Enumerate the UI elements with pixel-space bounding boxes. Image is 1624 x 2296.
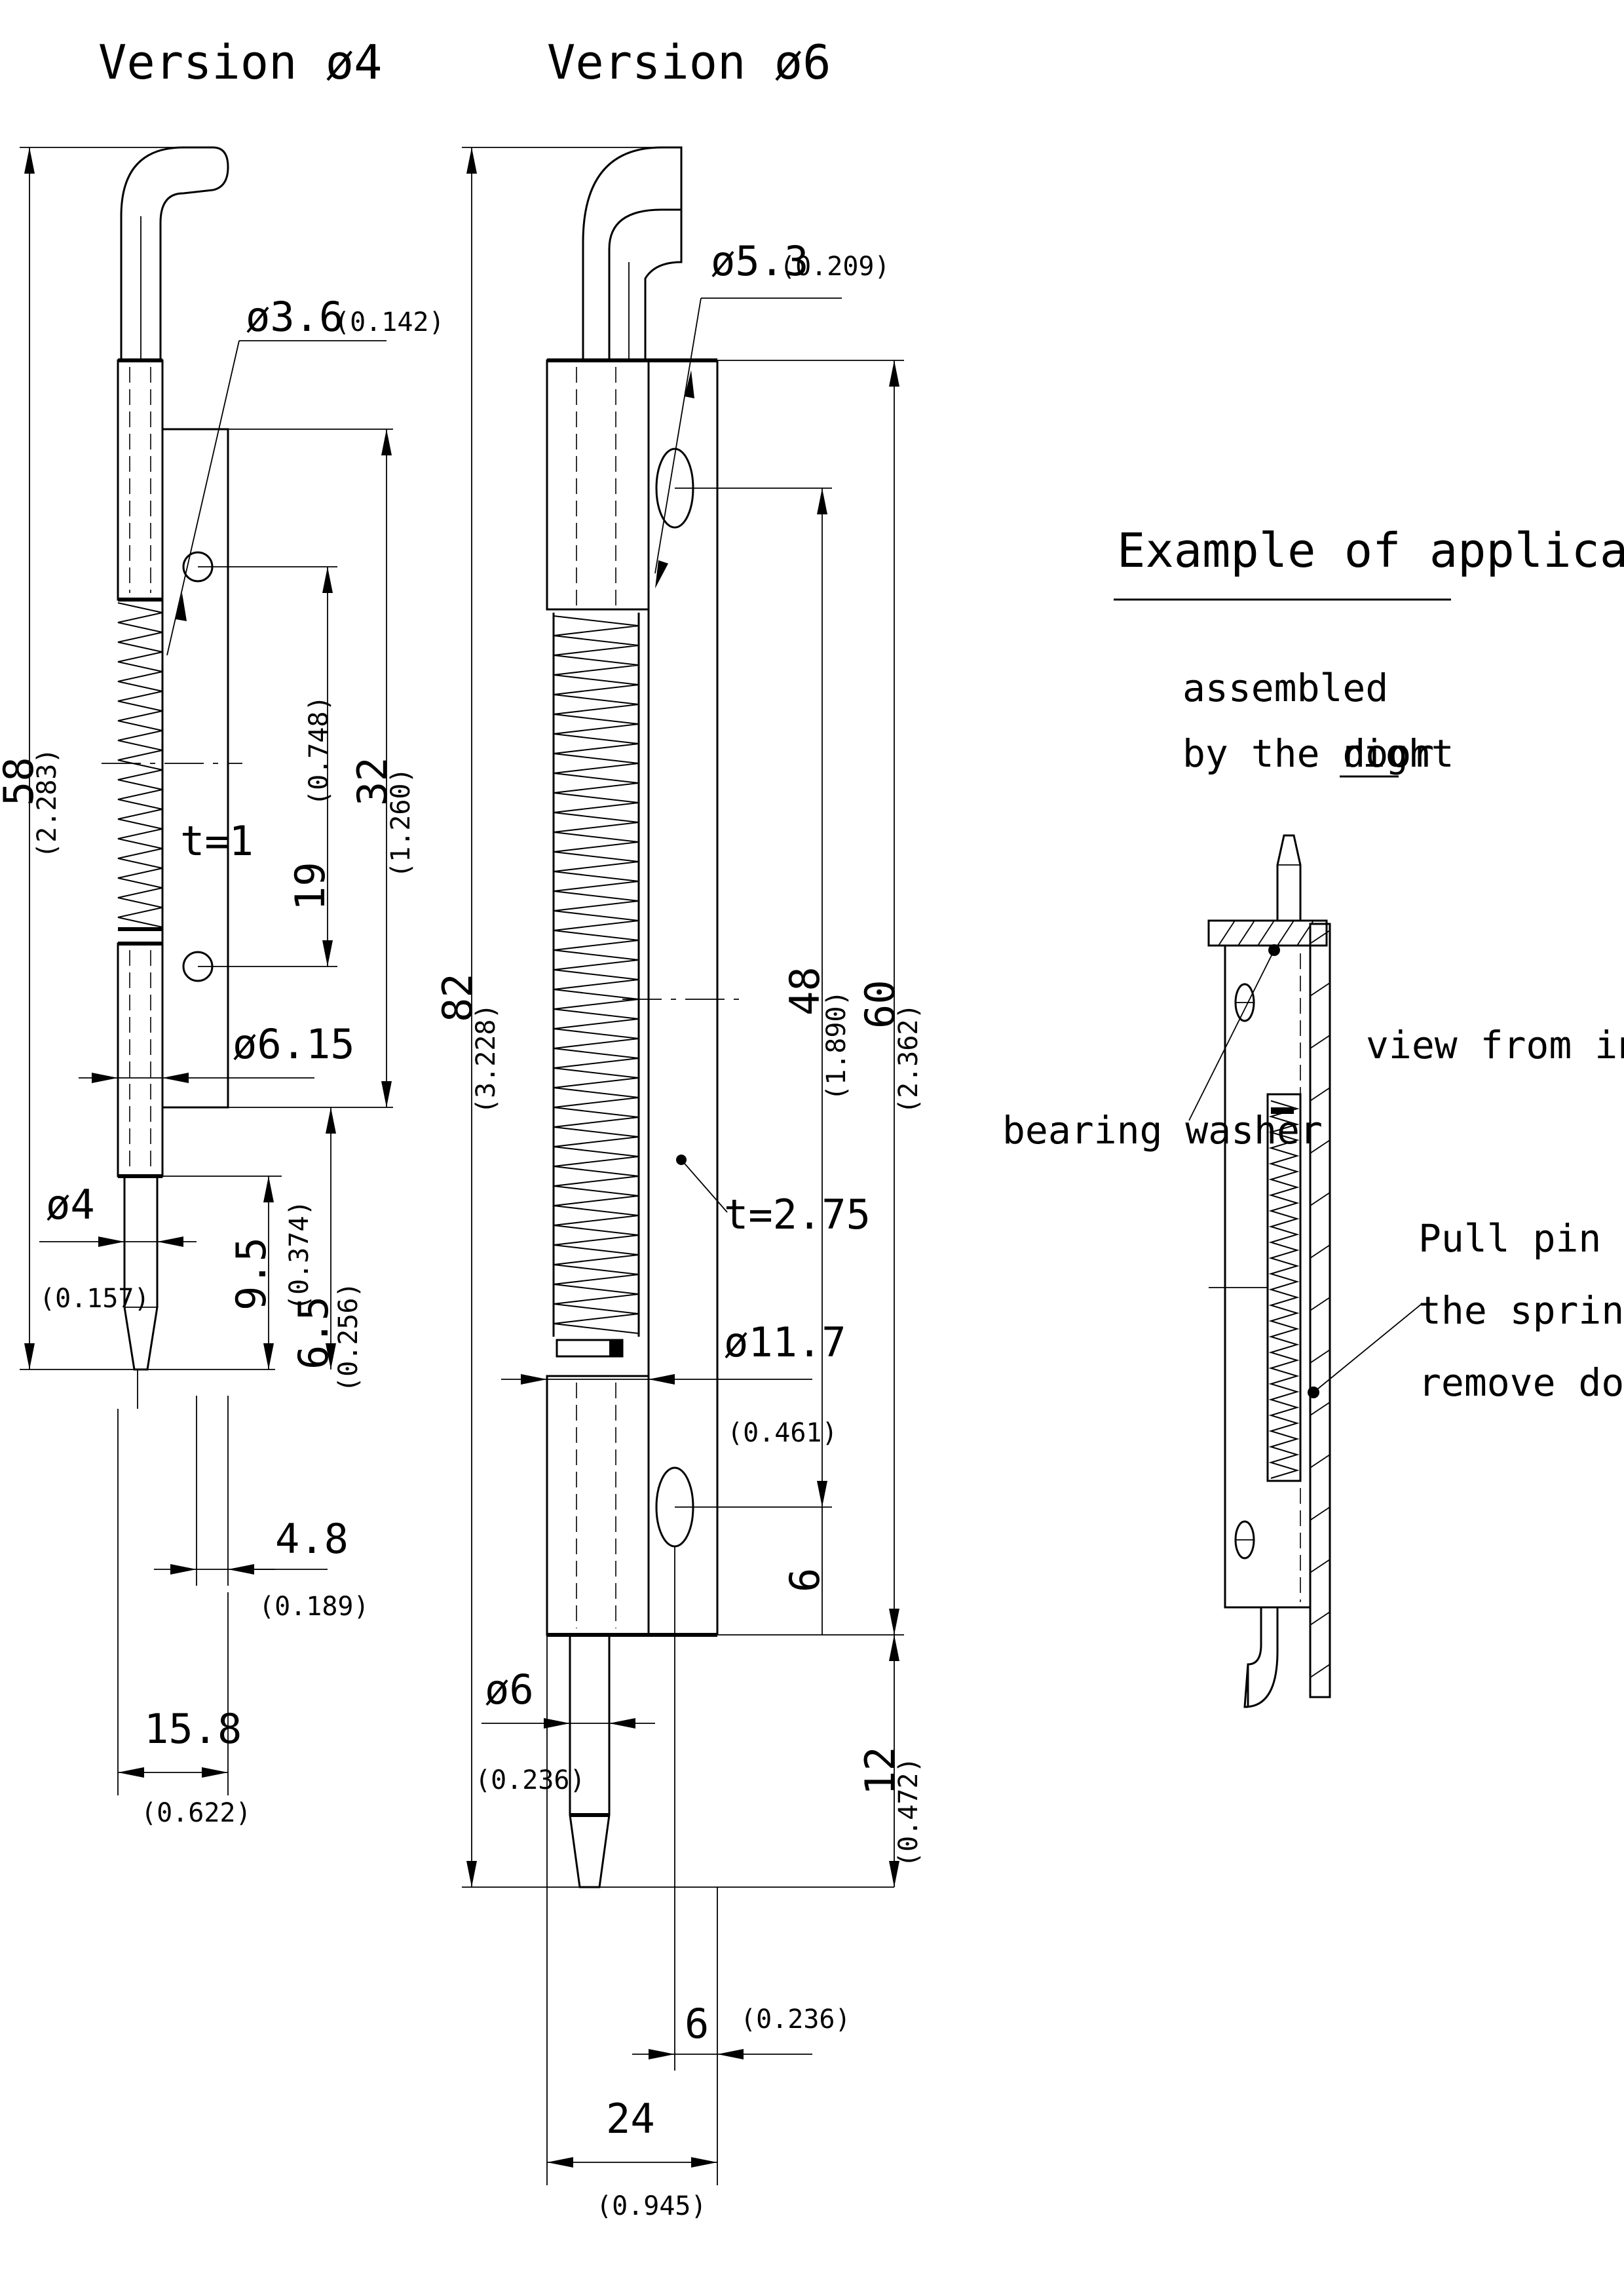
- v4-dim-6-5-in: (0.256): [333, 1282, 364, 1392]
- v4-dim-19: 19: [286, 862, 334, 911]
- note-pull-line2: the spring to: [1418, 1288, 1624, 1333]
- v4-dim-58-in: (2.283): [32, 748, 62, 858]
- v6-hole-dia: ø5.3: [711, 237, 808, 285]
- v6-thickness: t=2.75: [724, 1191, 871, 1238]
- v4-dim-19-in: (0.748): [304, 695, 334, 806]
- v6-knuckle-dia: ø11.7: [724, 1318, 846, 1366]
- version-4-drawing: [102, 146, 242, 1409]
- v6-dim-48-in: (1.890): [821, 990, 852, 1101]
- note-assembled-right: right: [1340, 731, 1454, 776]
- v4-dim-58: 58: [0, 757, 43, 806]
- v4-dim-9-5: 9.5: [227, 1237, 275, 1311]
- v4-dim-9-5-in: (0.374): [284, 1200, 314, 1311]
- v6-dim-6-horizontal: 6: [685, 2000, 709, 2048]
- v6-dim-48: 48: [781, 966, 829, 1016]
- v6-hole-dia-in: (0.209): [780, 252, 890, 282]
- v6-pin-dia: ø6: [485, 1666, 534, 1713]
- version-6-dimensions: 82 (3.228) ø5.3 (0.209) 60 (2.362) 48 (1…: [434, 147, 924, 2221]
- note-bearing-washer: bearing washer: [1002, 1108, 1323, 1153]
- v4-dim-32: 32: [349, 757, 396, 806]
- title-version-4: Version ø4: [98, 35, 382, 90]
- v4-thickness: t=1: [180, 817, 254, 865]
- v6-pin-dia-in: (0.236): [475, 1765, 586, 1795]
- v6-dim-6-vertical: 6: [781, 1568, 829, 1592]
- v6-dim-82: 82: [434, 973, 482, 1022]
- v4-pin-dia: ø4: [46, 1181, 95, 1229]
- v4-dim-15-8: 15.8: [144, 1705, 242, 1753]
- title-example: Example of application: [1117, 523, 1624, 578]
- v6-dim-24-in: (0.945): [596, 2191, 707, 2221]
- v4-pin-dia-in: (0.157): [39, 1284, 150, 1314]
- note-pull-line3: remove door: [1418, 1360, 1624, 1405]
- title-version-6: Version ø6: [547, 35, 831, 90]
- version-4-dimensions: 58 (2.283) 32 (1.260) 19 (0.748) t=1 ø3.…: [0, 147, 445, 1828]
- v6-knuckle-dia-in: (0.461): [727, 1418, 838, 1448]
- example-drawing: [1188, 834, 1422, 1708]
- v4-dim-6-5: 6.5: [290, 1296, 337, 1369]
- v4-dim-4-8: 4.8: [275, 1515, 349, 1563]
- v6-dim-82-in: (3.228): [471, 1003, 501, 1114]
- version-6-drawing: [546, 146, 740, 1888]
- v6-dim-60-in: (2.362): [894, 1003, 924, 1114]
- v4-dim-32-in: (1.260): [386, 767, 416, 878]
- v6-dim-6-horizontal-in: (0.236): [740, 2004, 851, 2035]
- v6-dim-12-in: (0.472): [894, 1757, 924, 1867]
- note-pull-line1: Pull pin against: [1418, 1216, 1624, 1261]
- v6-dim-24: 24: [606, 2095, 655, 2143]
- v4-hole-dia: ø3.6: [246, 293, 343, 341]
- v4-knuckle-dia: ø6.15: [233, 1020, 355, 1068]
- note-view-inside: view from inside: [1366, 1023, 1624, 1067]
- note-assembled-line2: by the door: [1182, 731, 1434, 776]
- v4-hole-dia-in: (0.142): [334, 307, 445, 337]
- v6-dim-12: 12: [856, 1746, 904, 1795]
- note-assembled-line1: assembled: [1182, 666, 1388, 710]
- v4-dim-15-8-in: (0.622): [141, 1798, 252, 1828]
- v4-dim-4-8-in: (0.189): [259, 1592, 369, 1622]
- v6-dim-60: 60: [856, 980, 904, 1029]
